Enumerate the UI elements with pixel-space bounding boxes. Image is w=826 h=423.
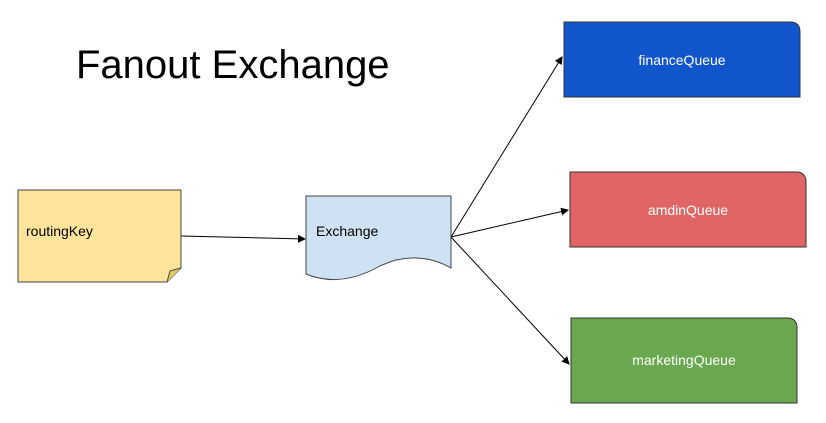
edge-exchange-to-admin-queue (450, 207, 569, 238)
admin-queue-node: amdinQueue (569, 171, 807, 248)
finance-queue-shape (563, 21, 801, 98)
finance-queue-node: financeQueue (563, 21, 801, 98)
marketing-queue-node: marketingQueue (570, 317, 798, 404)
routing-key-note-fold (166, 267, 182, 283)
marketing-queue-shape (570, 317, 798, 404)
diagram-title: Fanout Exchange (76, 43, 390, 87)
admin-queue-shape (569, 171, 807, 248)
routing-key-label: routingKey (26, 223, 93, 239)
admin-queue-label: amdinQueue (648, 202, 728, 218)
edge-exchange-to-marketing-queue (450, 236, 570, 365)
finance-queue-label: financeQueue (638, 52, 725, 68)
routing-key-node: routingKey (17, 189, 182, 283)
exchange-document-shape (305, 195, 452, 280)
exchange-label: Exchange (316, 223, 378, 239)
edge-exchange-to-finance-queue (450, 56, 563, 238)
marketing-queue-label: marketingQueue (632, 352, 736, 368)
exchange-node: Exchange (305, 195, 452, 280)
edge-routingkey-to-exchange (180, 234, 306, 243)
